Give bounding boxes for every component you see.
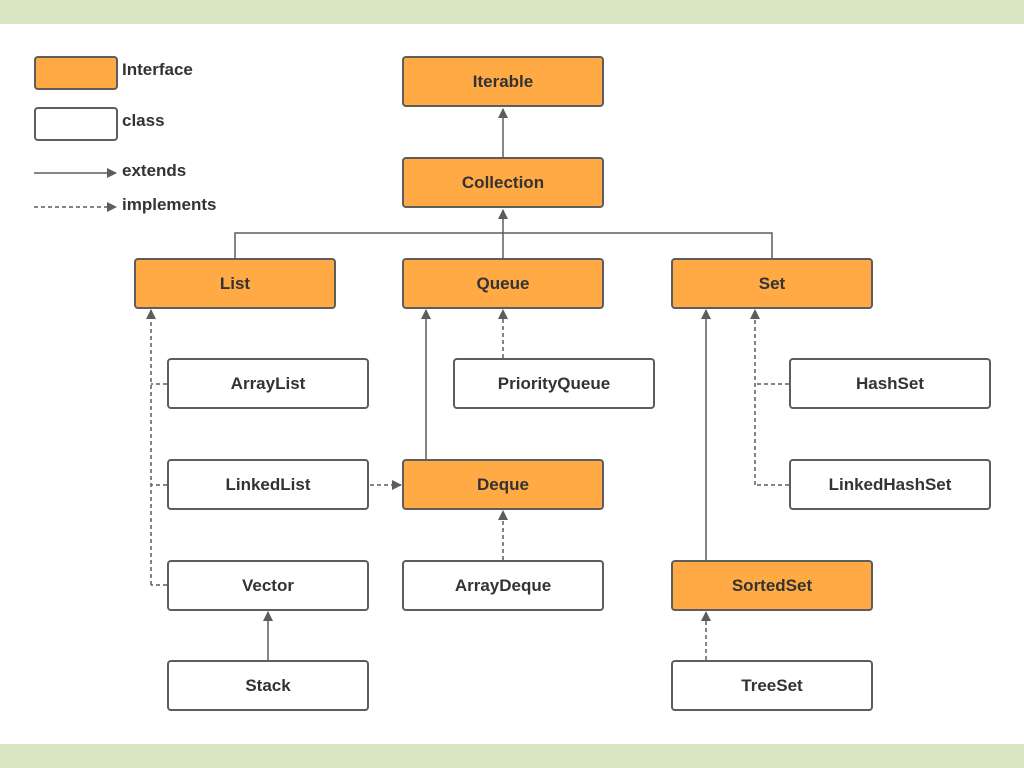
edge-set-collection	[503, 232, 773, 258]
edge-list-collection	[234, 232, 503, 258]
node-treeset: TreeSet	[671, 660, 873, 711]
node-queue: Queue	[402, 258, 604, 309]
legend-class-swatch	[34, 107, 118, 141]
legend-class-label: class	[122, 111, 165, 130]
node-collection: Collection	[402, 157, 604, 208]
top-band	[0, 0, 1024, 24]
node-sortedset: SortedSet	[671, 560, 873, 611]
bottom-band	[0, 744, 1024, 768]
node-hashset: HashSet	[789, 358, 991, 409]
node-linkedhashset: LinkedHashSet	[789, 459, 991, 510]
node-set: Set	[671, 258, 873, 309]
node-deque: Deque	[402, 459, 604, 510]
legend-implements-label: implements	[122, 195, 217, 214]
node-list: List	[134, 258, 336, 309]
legend-interface-label: Interface	[122, 60, 193, 79]
node-vector: Vector	[167, 560, 369, 611]
legend-extends-label: extends	[122, 161, 187, 180]
node-priorityqueue: PriorityQueue	[453, 358, 655, 409]
node-arraydeque: ArrayDeque	[402, 560, 604, 611]
node-stack: Stack	[167, 660, 369, 711]
node-linkedlist: LinkedList	[167, 459, 369, 510]
node-arraylist: ArrayList	[167, 358, 369, 409]
legend-interface-swatch	[34, 56, 118, 90]
node-iterable: Iterable	[402, 56, 604, 107]
